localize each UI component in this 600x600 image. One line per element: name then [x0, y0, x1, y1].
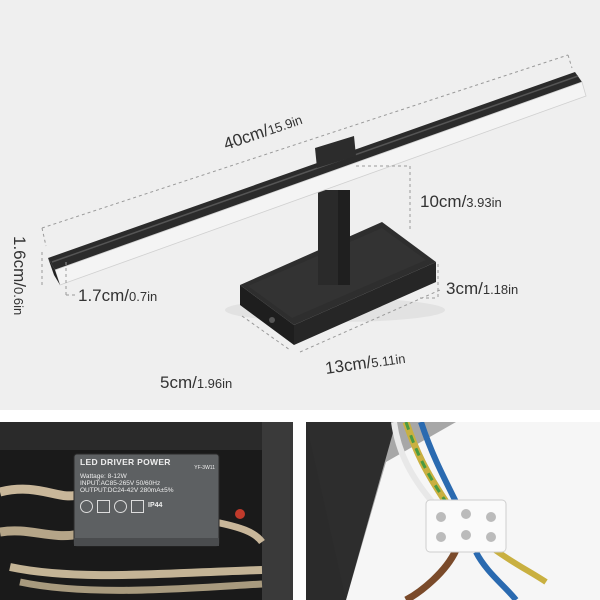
bar-height-label: 1.6cm/0.6in — [10, 236, 29, 315]
housing-edge — [306, 422, 396, 600]
driver-illustration — [0, 422, 293, 600]
wire — [9, 563, 263, 580]
arm-height-dimension-line — [356, 165, 411, 232]
base-side-front — [294, 262, 436, 345]
base-side-left — [240, 285, 294, 345]
lamp-illustration: 40cm/15.9in 10cm/3.93in 3cm/1.18in 13cm/… — [10, 54, 587, 392]
terminal-photo-panel — [306, 422, 600, 600]
white-wire — [391, 422, 437, 506]
driver-title: LED DRIVER POWER — [80, 457, 171, 467]
driver-model: YF-3W11 — [194, 464, 215, 471]
mount-block — [315, 136, 356, 168]
driver-input: INPUT:AC85-265V 50/60Hz — [80, 479, 161, 487]
arm-height-label: 10cm/3.93in — [420, 192, 502, 211]
lamp-arm-side — [338, 190, 350, 285]
driver-label: LED DRIVER POWER YF-3W11 Wattage: 8-12W … — [80, 457, 215, 513]
length-label: 40cm/15.9in — [221, 109, 304, 154]
neutral-wire-out — [473, 550, 519, 600]
certification-icon — [97, 499, 110, 513]
terminal-illustration — [306, 422, 600, 600]
panel-divider — [0, 410, 600, 422]
bar-depth-label: 1.7cm/0.7in — [78, 286, 157, 305]
driver-wattage: Wattage: 8-12W — [80, 472, 127, 480]
base-length-label: 13cm/5.11in — [324, 348, 407, 378]
live-wire — [404, 548, 460, 600]
base-width-dimension-line — [241, 315, 291, 351]
wire — [19, 578, 263, 594]
base-width-label: 5cm/1.96in — [160, 373, 232, 392]
length-dimension-line — [41, 54, 573, 247]
base-length-dimension-line — [299, 289, 441, 353]
driver-output: OUTPUT:DC24-42V 280mA±5% — [80, 487, 174, 495]
light-bar-end-cap — [48, 258, 60, 285]
housing-wall — [262, 422, 293, 600]
base-height-label: 3cm/1.18in — [446, 279, 518, 298]
product-dimension-panel: 40cm/15.9in 10cm/3.93in 3cm/1.18in 13cm/… — [0, 0, 600, 410]
bar-size-dimension-line — [41, 252, 78, 296]
certification-icon — [131, 499, 144, 513]
certification-icon — [114, 499, 127, 513]
driver-photo-panel: LED DRIVER POWER YF-3W11 Wattage: 8-12W … — [0, 422, 293, 600]
terminal-block — [425, 499, 507, 553]
certification-icon — [80, 499, 93, 513]
base-screw — [269, 317, 275, 323]
wire — [0, 526, 81, 541]
wire-tip — [235, 509, 245, 519]
light-bar-body — [48, 72, 582, 270]
neutral-wire — [418, 422, 459, 504]
light-bar-groove — [51, 75, 579, 263]
ip-rating: IP44 — [148, 502, 163, 510]
wire — [214, 518, 265, 545]
